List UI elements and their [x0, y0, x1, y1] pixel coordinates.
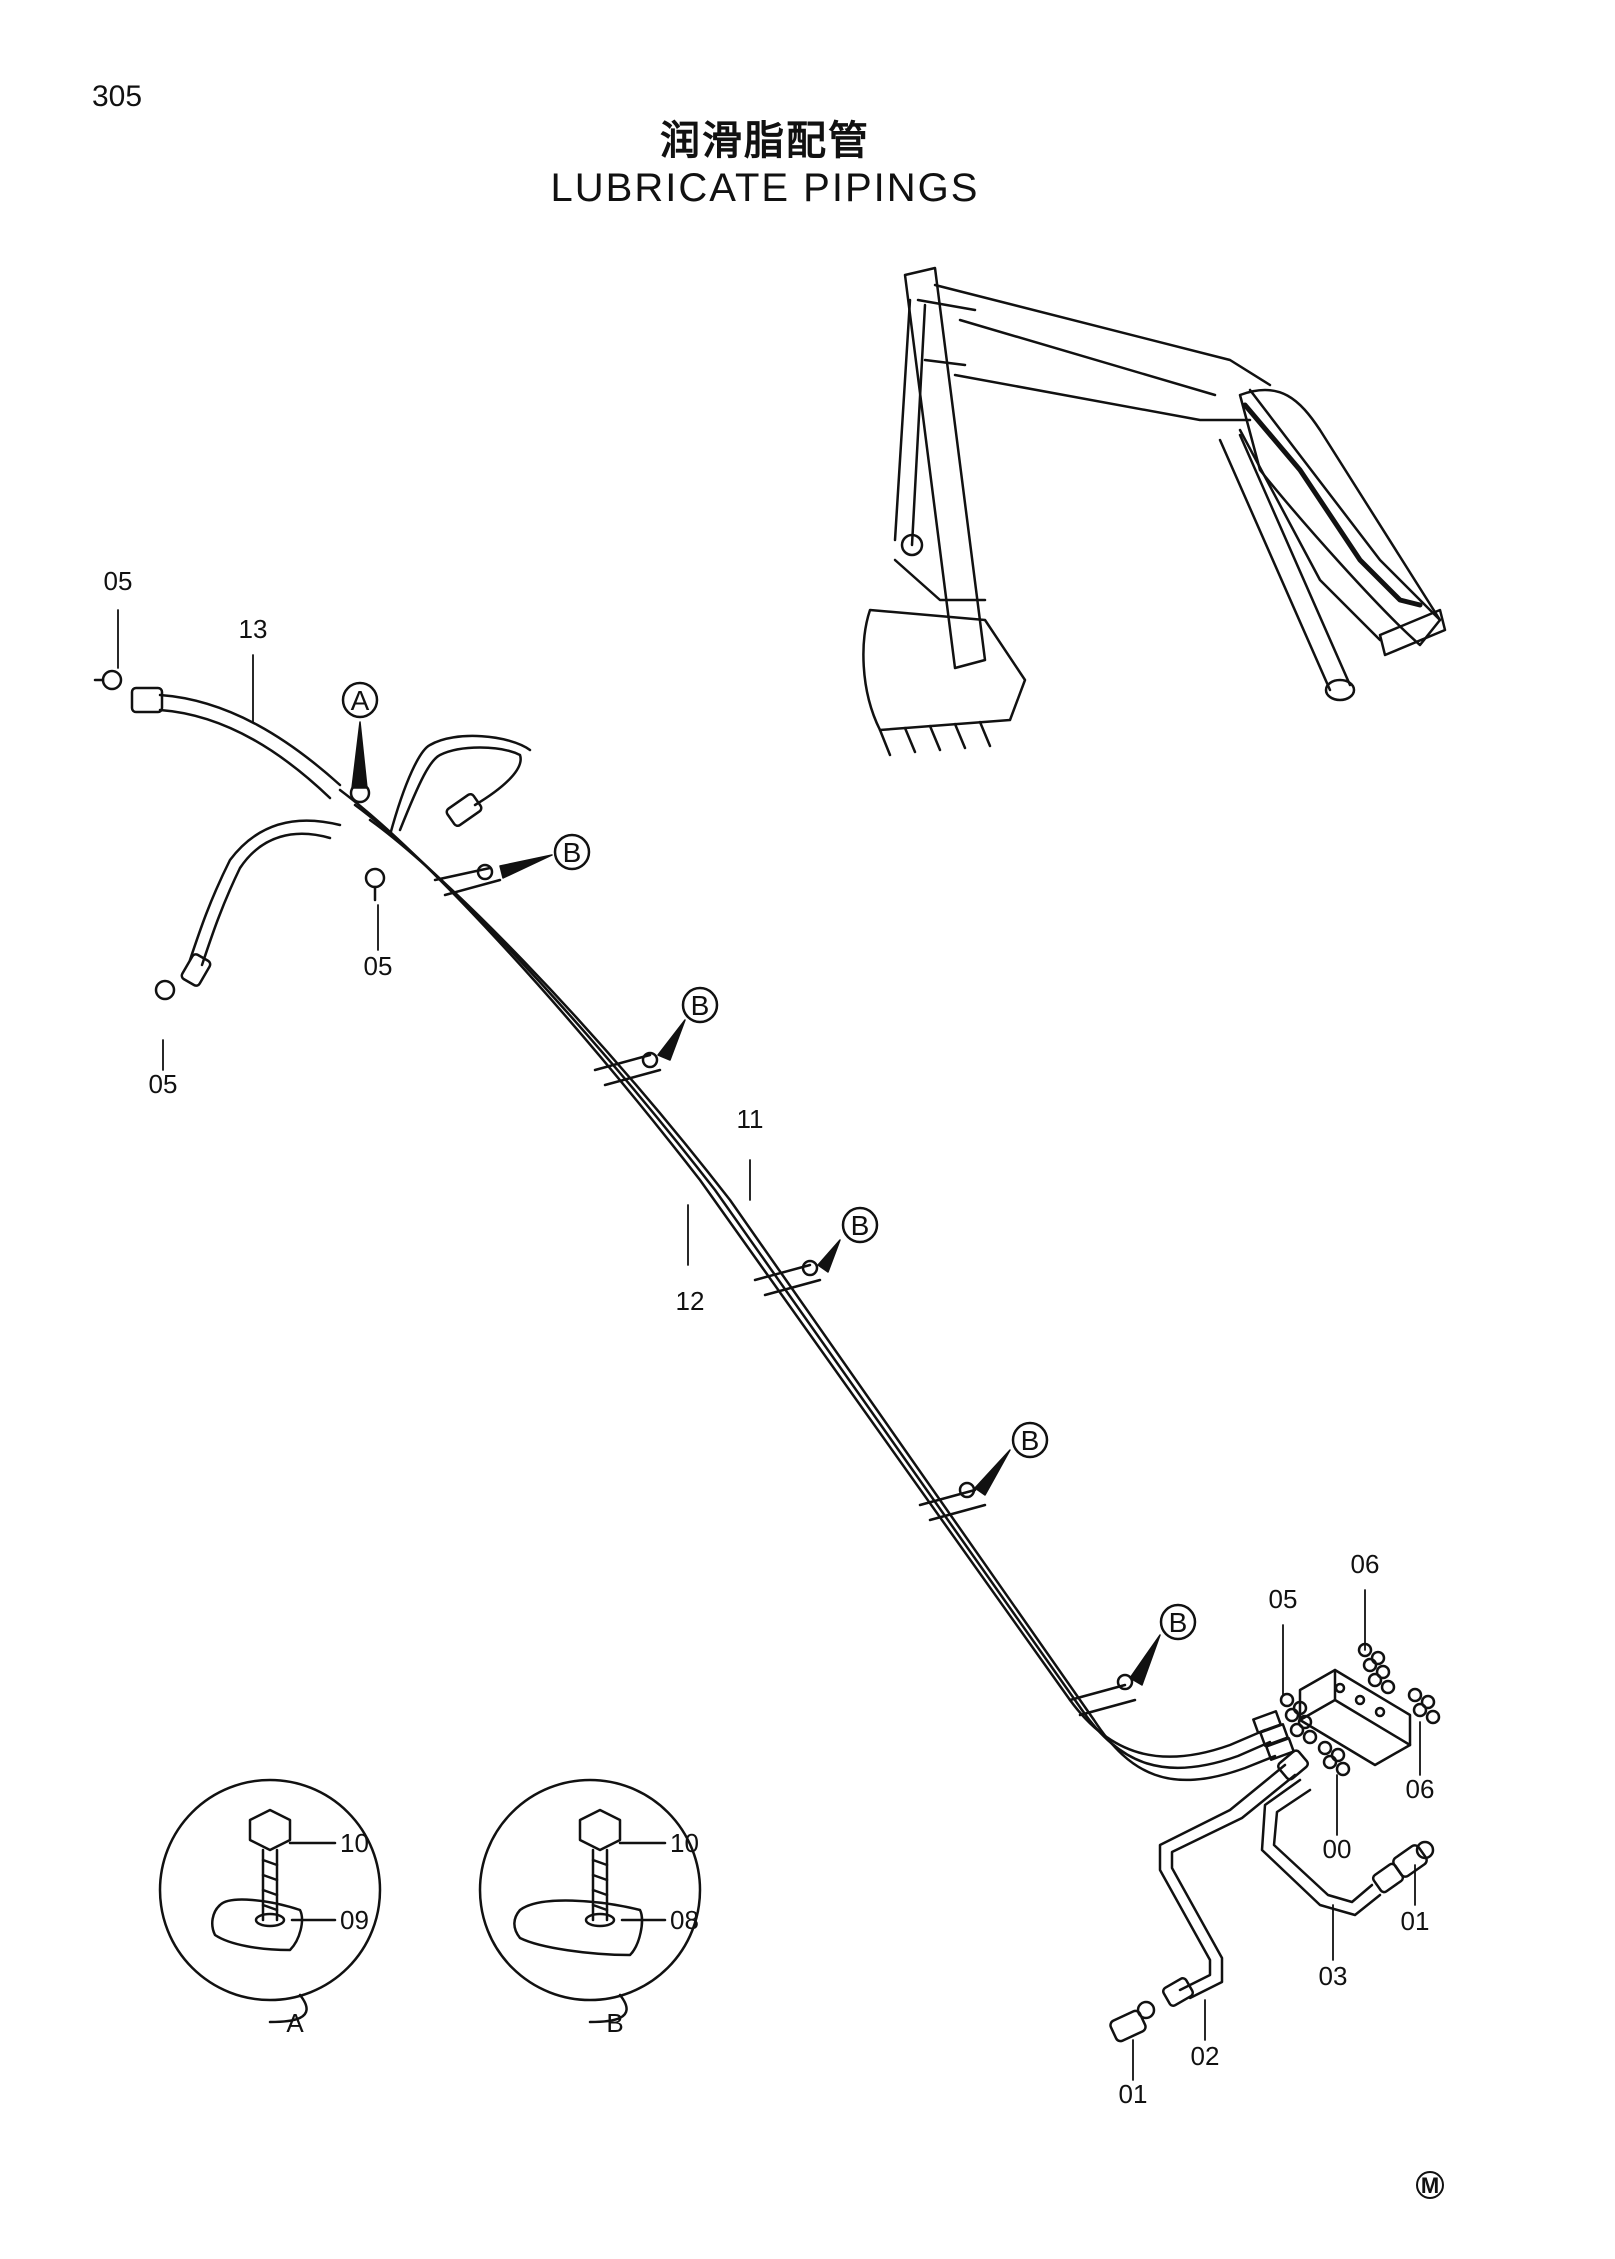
- excavator-overview: [862, 266, 1447, 757]
- page-number: 305: [92, 80, 143, 113]
- fittings-00: [1317, 1740, 1351, 1777]
- label-08: 08: [670, 1905, 699, 1935]
- grease-fitting-05-mid: [364, 867, 386, 889]
- callouts: A B B B B B: [341, 681, 1197, 1641]
- hose-loop-right: [388, 734, 532, 837]
- label-05-mid: 05: [364, 951, 393, 981]
- pipe-bundle: [338, 788, 1295, 1782]
- pipe-02: [1158, 1749, 1310, 2007]
- label-06-top: 06: [1351, 1549, 1380, 1579]
- label-01-right: 01: [1401, 1906, 1430, 1936]
- fittings-05-right: [1279, 1692, 1318, 1745]
- detail-label-a: A: [286, 2008, 304, 2038]
- label-11: 11: [737, 1104, 764, 1134]
- callout-a-top: A: [341, 681, 379, 719]
- part-labels: 05 13 05 05 11 12 05 06 06 00 01 03 02 0…: [104, 566, 1435, 2109]
- elbow-01-right: [1392, 1840, 1435, 1878]
- pipe-clamps: [433, 863, 1137, 1717]
- footer-mark: M: [1416, 2171, 1444, 2199]
- label-05-top: 05: [104, 566, 133, 596]
- callout-pointers: [351, 721, 1161, 1686]
- callout-b5: B: [1159, 1603, 1197, 1641]
- title-chinese: 润滑脂配管: [660, 118, 870, 164]
- label-05-right: 05: [1269, 1584, 1298, 1614]
- title-english: LUBRICATE PIPINGS: [550, 166, 980, 210]
- callout-b2: B: [681, 986, 719, 1024]
- label-09: 09: [340, 1905, 369, 1935]
- label-03: 03: [1319, 1961, 1348, 1991]
- svg-text:B: B: [563, 837, 582, 868]
- detail-label-b: B: [606, 2008, 623, 2038]
- label-12: 12: [676, 1286, 705, 1316]
- hose-loop-left: [154, 819, 342, 1001]
- svg-text:A: A: [351, 685, 370, 716]
- label-02: 02: [1191, 2041, 1220, 2071]
- hose-13: [93, 669, 342, 800]
- callout-b4: B: [1011, 1421, 1049, 1459]
- label-10-a: 10: [340, 1828, 369, 1858]
- svg-text:B: B: [851, 1210, 870, 1241]
- detail-view-b: [478, 1778, 702, 2024]
- callout-b1: B: [553, 833, 591, 871]
- label-01-bottom: 01: [1119, 2079, 1148, 2109]
- svg-text:B: B: [691, 990, 710, 1021]
- label-13: 13: [239, 614, 268, 644]
- label-06-bottom: 06: [1406, 1774, 1435, 1804]
- callout-b3: B: [841, 1206, 879, 1244]
- leader-lines: [117, 609, 1421, 2081]
- label-00: 00: [1323, 1834, 1352, 1864]
- svg-text:B: B: [1021, 1425, 1040, 1456]
- svg-text:B: B: [1169, 1607, 1188, 1638]
- fittings-06-bottom: [1407, 1687, 1441, 1725]
- fittings-06-top: [1357, 1642, 1396, 1695]
- svg-text:M: M: [1421, 2173, 1439, 2198]
- detail-view-a: [158, 1778, 382, 2024]
- elbow-01-bottom: [1109, 2000, 1156, 2043]
- label-10-b: 10: [670, 1828, 699, 1858]
- label-05-left: 05: [149, 1069, 178, 1099]
